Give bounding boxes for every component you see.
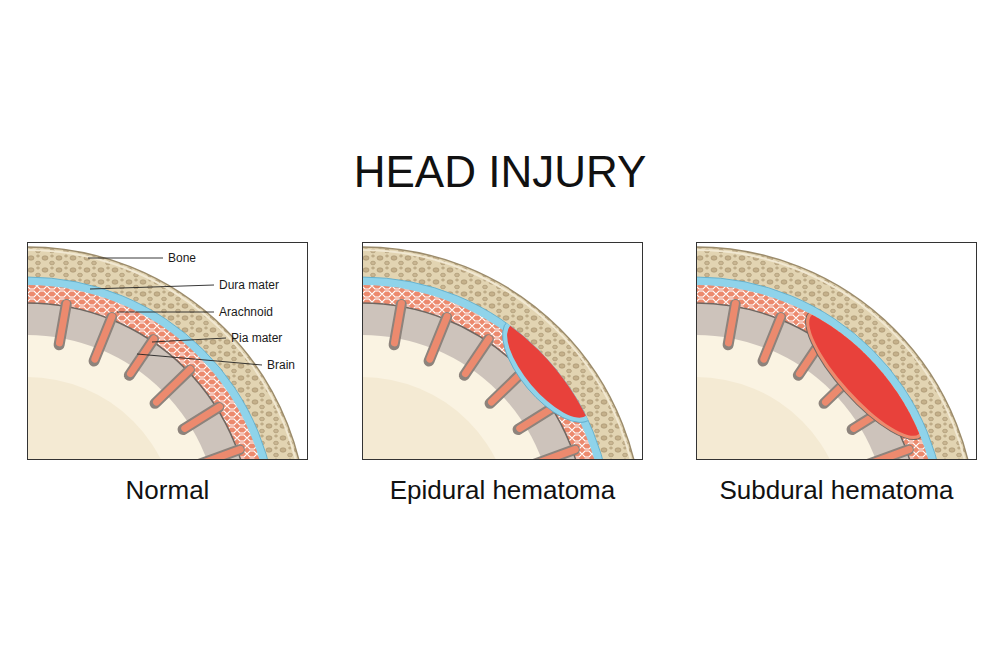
part-label: Brain <box>267 358 295 372</box>
leader-line <box>117 312 214 313</box>
leader-line <box>152 338 226 342</box>
panel-caption: Epidural hematoma <box>303 475 702 505</box>
part-label: Pia mater <box>231 331 282 345</box>
epidural-section <box>82 242 643 667</box>
part-label: Arachnoid <box>219 305 273 319</box>
part-label: Dura mater <box>219 278 279 292</box>
section-panel: Normal <box>27 242 308 460</box>
leader-line <box>137 354 262 365</box>
part-label: Bone <box>168 251 196 265</box>
leader-line <box>88 258 163 259</box>
subdural-section <box>416 242 977 667</box>
diagram-title: HEAD INJURY <box>0 146 1000 198</box>
section-panel: Epidural hematoma <box>362 242 643 460</box>
normal-section <box>0 242 308 667</box>
panel-caption: Subdural hematoma <box>637 475 1000 505</box>
leader-line <box>90 285 214 289</box>
section-panel: Subdural hematoma <box>696 242 977 460</box>
panel-caption: Normal <box>0 475 367 505</box>
